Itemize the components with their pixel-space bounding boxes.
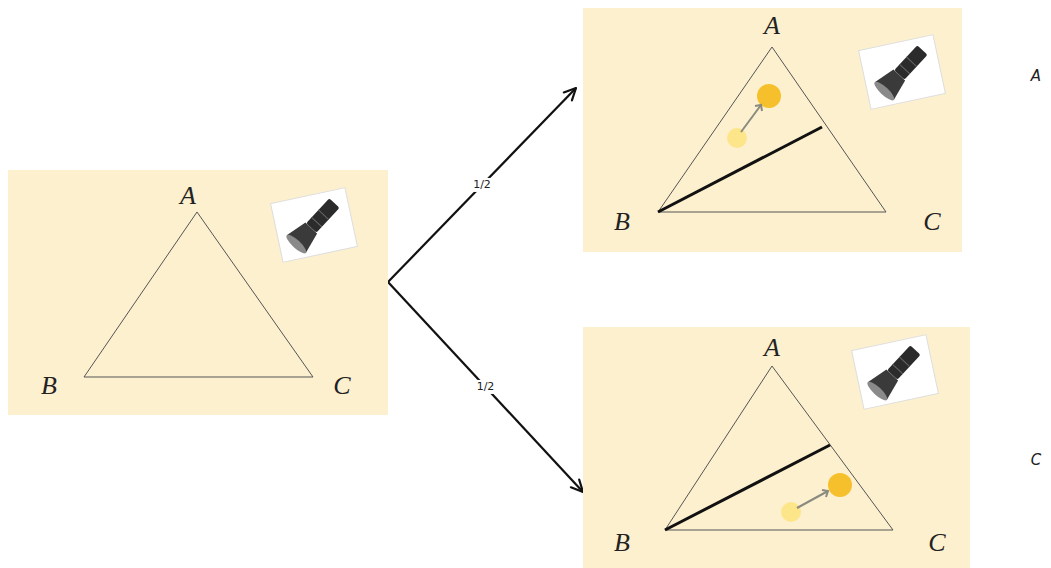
probability-label: 1/2: [475, 380, 497, 394]
scenario-panel: A B C: [8, 170, 388, 415]
vertex-label: A: [764, 13, 780, 39]
scenario-panel: A B C: [583, 8, 962, 252]
vertex-label: B: [614, 530, 630, 556]
vertex-label: C: [333, 373, 350, 399]
vertex-label: B: [614, 209, 630, 235]
vertex-label: A: [764, 335, 780, 361]
vertex-label: C: [923, 209, 940, 235]
triangle-illustration: [8, 170, 388, 415]
outcome-label: C: [1031, 453, 1041, 468]
probability-arrow: [388, 88, 576, 282]
triangle-illustration: [583, 327, 970, 568]
scenario-panel: A B C: [583, 327, 970, 568]
vertex-label: B: [41, 373, 57, 399]
probability-label: 1/2: [471, 178, 493, 192]
outcome-label: A: [1031, 69, 1041, 84]
vertex-label: A: [180, 183, 196, 209]
triangle-illustration: [583, 8, 962, 252]
probability-arrow: [388, 282, 583, 492]
vertex-label: C: [928, 530, 945, 556]
